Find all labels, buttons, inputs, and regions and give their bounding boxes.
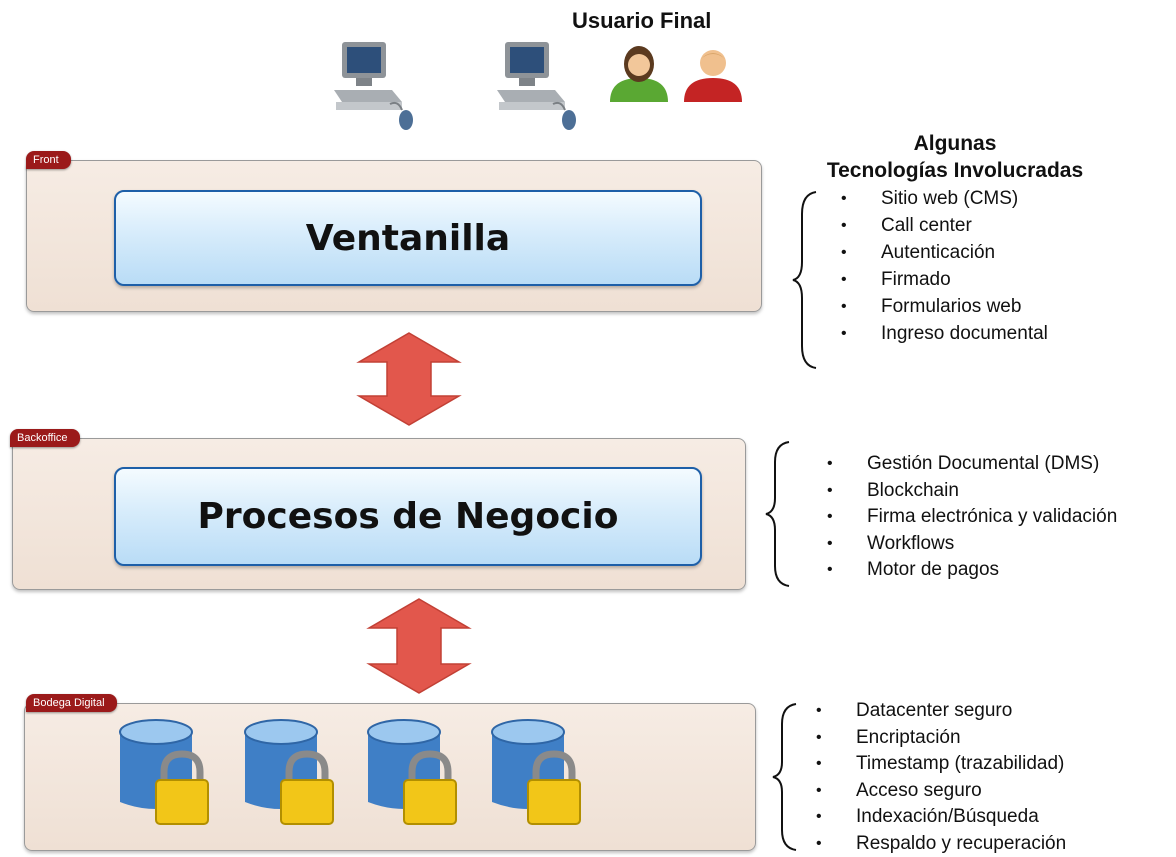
list-item: Ingreso documental [841,320,1048,347]
list-item: Timestamp (trazabilidad) [816,751,1066,778]
database-lock-icon [490,718,582,836]
procesos-box: Procesos de Negocio [114,467,702,566]
brace-icon [770,702,800,852]
brace-icon [790,190,820,370]
list-item: Autenticación [841,239,1048,266]
list-item: Sitio web (CMS) [841,185,1048,212]
database-lock-icon [366,718,458,836]
computer-icon [495,40,585,132]
list-item: Call center [841,212,1048,239]
list-item: Datacenter seguro [816,698,1066,725]
ventanilla-box: Ventanilla [114,190,702,286]
user-female-icon [608,44,670,102]
front-technologies-list: Sitio web (CMS) Call center Autenticació… [841,185,1048,347]
backoffice-technologies-list: Gestión Documental (DMS) Blockchain Firm… [827,451,1117,584]
end-user-title: Usuario Final [572,8,711,34]
computer-icon [332,40,422,132]
list-item: Encriptación [816,725,1066,752]
technologies-heading-line1: Algunas [795,130,1115,157]
list-item: Motor de pagos [827,557,1117,584]
double-arrow-icon [367,598,471,694]
list-item: Formularios web [841,293,1048,320]
brace-icon [763,440,793,588]
database-lock-icon [243,718,335,836]
technologies-heading-line2: Tecnologías Involucradas [795,157,1115,184]
list-item: Blockchain [827,478,1117,505]
list-item: Respaldo y recuperación [816,831,1066,857]
list-item: Indexación/Búsqueda [816,804,1066,831]
database-lock-icon [118,718,210,836]
list-item: Firma electrónica y validación [827,504,1117,531]
storage-technologies-list: Datacenter seguro Encriptación Timestamp… [816,698,1066,857]
backoffice-layer-tag: Backoffice [10,429,80,447]
storage-layer-tag: Bodega Digital [26,694,117,712]
technologies-heading: Algunas Tecnologías Involucradas [795,130,1115,184]
list-item: Firmado [841,266,1048,293]
list-item: Acceso seguro [816,778,1066,805]
double-arrow-icon [357,332,461,426]
list-item: Gestión Documental (DMS) [827,451,1117,478]
list-item: Workflows [827,531,1117,558]
front-layer-tag: Front [26,151,71,169]
user-male-icon [682,44,744,102]
